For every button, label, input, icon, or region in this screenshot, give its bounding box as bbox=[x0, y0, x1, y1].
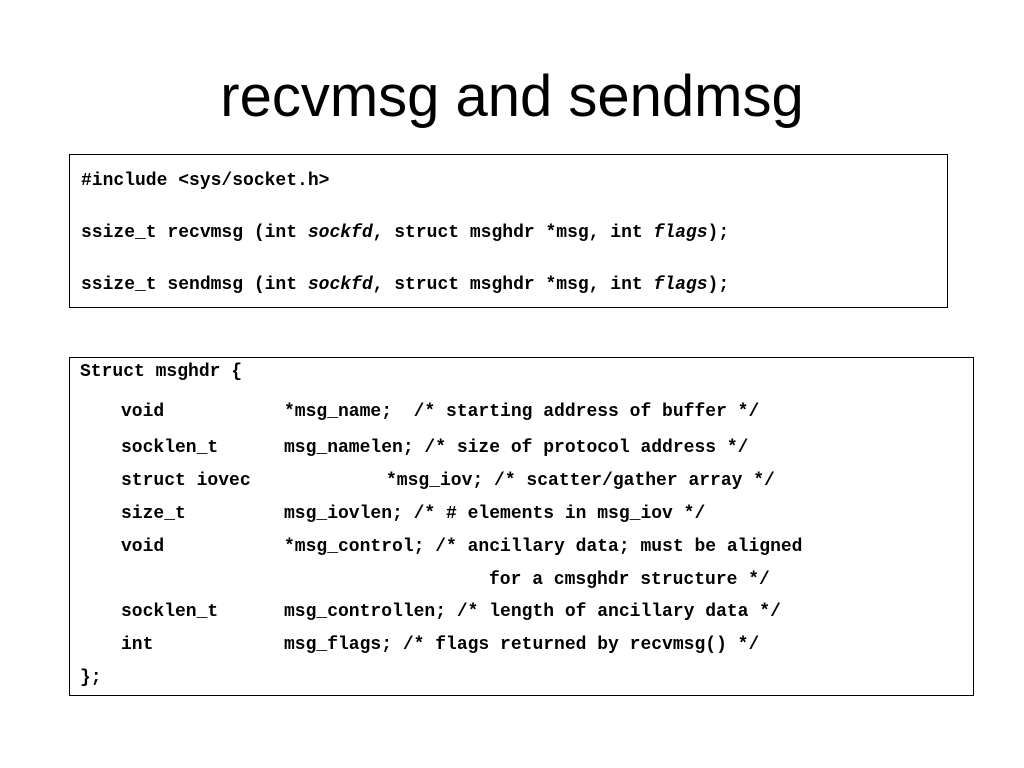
field-decl: msg_iovlen; /* # elements in msg_iov */ bbox=[284, 504, 706, 524]
slide-title: recvmsg and sendmsg bbox=[220, 64, 804, 129]
field-decl: *msg_iov; /* scatter/gather array */ bbox=[386, 471, 775, 491]
include-line: #include <sys/socket.h> bbox=[81, 171, 330, 191]
field-decl: msg_namelen; /* size of protocol address… bbox=[284, 438, 749, 458]
struct-close-line: }; bbox=[80, 668, 102, 688]
recvmsg-flags-param: flags bbox=[653, 223, 708, 243]
field-decl: msg_flags; /* flags returned by recvmsg(… bbox=[284, 635, 760, 655]
sendmsg-suffix: ); bbox=[707, 275, 730, 295]
field-type: void bbox=[121, 537, 165, 557]
recvmsg-suffix: ); bbox=[707, 223, 730, 243]
recvmsg-sockfd-param: sockfd bbox=[307, 223, 373, 243]
sendmsg-sockfd-param: sockfd bbox=[307, 275, 373, 295]
field-decl: msg_controllen; /* length of ancillary d… bbox=[284, 602, 781, 622]
field-decl-continuation: for a cmsghdr structure */ bbox=[489, 570, 770, 590]
field-type: socklen_t bbox=[121, 438, 219, 458]
struct-open-line: Struct msghdr { bbox=[80, 362, 243, 382]
field-type: socklen_t bbox=[121, 602, 219, 622]
sendmsg-flags-param: flags bbox=[653, 275, 708, 295]
field-decl: *msg_control; /* ancillary data; must be… bbox=[284, 537, 803, 557]
sendmsg-prefix: ssize_t sendmsg (int bbox=[81, 275, 308, 295]
struct-box: Struct msghdr { void *msg_name; /* start… bbox=[69, 357, 974, 696]
field-decl: *msg_name; /* starting address of buffer… bbox=[284, 402, 760, 422]
recvmsg-prototype: ssize_t recvmsg (int sockfd, struct msgh… bbox=[81, 222, 729, 244]
field-type: void bbox=[121, 402, 165, 422]
sendmsg-prototype: ssize_t sendmsg (int sockfd, struct msgh… bbox=[81, 274, 729, 296]
field-type: struct iovec bbox=[121, 471, 251, 491]
sendmsg-middle: , struct msghdr *msg, int bbox=[372, 275, 654, 295]
recvmsg-middle: , struct msghdr *msg, int bbox=[372, 223, 654, 243]
field-type: size_t bbox=[121, 504, 186, 524]
recvmsg-prefix: ssize_t recvmsg (int bbox=[81, 223, 308, 243]
field-type: int bbox=[121, 635, 154, 655]
prototypes-box: #include <sys/socket.h> ssize_t recvmsg … bbox=[69, 154, 948, 308]
